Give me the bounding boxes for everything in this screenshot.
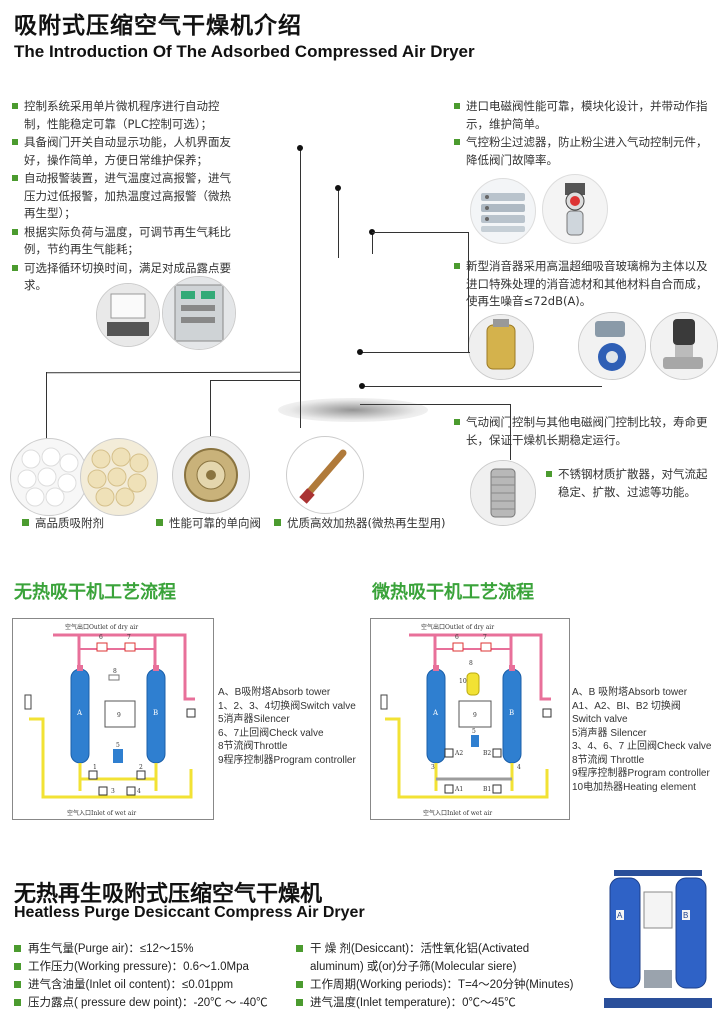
dryer-label-b: B — [683, 911, 688, 920]
connector-line — [45, 371, 301, 374]
num-label: 5 — [472, 728, 476, 735]
specs-right: 干 燥 剂(Desiccant)：活性氧化铝(Activated aluminu… — [296, 940, 586, 1012]
product-title-cn: 无热再生吸附式压缩空气干燥机 — [14, 882, 323, 907]
num-label: 6 — [455, 634, 459, 641]
heater-photo — [286, 436, 364, 514]
connector-dot — [359, 383, 365, 389]
num-label: 7 — [127, 634, 131, 641]
connector-line — [360, 352, 470, 353]
num-label: 6 — [99, 634, 103, 641]
spec-item: 工作周期(Working periods)：T=4～20分钟(Minutes) — [296, 976, 586, 994]
num-label: 3 — [431, 764, 435, 771]
dryer-product-image: A B — [600, 860, 716, 1012]
outlet-label: 空气出口Outlet of dry air — [421, 623, 494, 631]
connector-line — [300, 148, 301, 380]
feature-item: 具备阀门开关自动显示功能，人机界面友好，操作简单，方便日常维护保养； — [12, 134, 240, 169]
num-label: B2 — [483, 750, 491, 757]
heated-flow-diagram: 空气出口Outlet of dry air 空气入口Inlet of wet a… — [370, 618, 570, 820]
right-feature-list: 进口电磁阀性能可靠，模块化设计，并带动作指示，维护简单。 气控粉尘过滤器，防止粉… — [454, 98, 710, 170]
connector-dot — [297, 145, 303, 151]
connector-line — [210, 380, 300, 381]
num-label: 4 — [517, 764, 521, 771]
heated-flow-title: 微热吸干机工艺流程 — [372, 582, 534, 603]
num-label: B1 — [483, 786, 491, 793]
center-shadow — [278, 398, 428, 422]
feature-item: 进口电磁阀性能可靠，模块化设计，并带动作指示，维护简单。 — [454, 98, 710, 133]
inlet-label: 空气入口Inlet of wet air — [423, 809, 492, 817]
num-label: 1 — [93, 764, 97, 771]
outlet-label: 空气出口Outlet of dry air — [65, 623, 138, 631]
heatless-flow-diagram: 空气出口Outlet of dry air 空气入口Inlet of wet a… — [12, 618, 214, 820]
num-label: A1 — [454, 786, 463, 793]
feature-item: 根据实际负荷与温度，可调节再生气耗比例，节约再生气能耗； — [12, 224, 240, 259]
num-label: 2 — [139, 764, 143, 771]
specs-left: 再生气量(Purge air)：≤12～15% 工作压力(Working pre… — [14, 940, 294, 1012]
heated-legend: A、B 吸附塔Absorb tower A1、A2、BI、B2 切换阀 Swit… — [572, 687, 712, 793]
controller-photo — [96, 283, 160, 347]
spec-item: 干 燥 剂(Desiccant)：活性氧化铝(Activated aluminu… — [296, 940, 586, 976]
connector-line — [468, 232, 469, 352]
connector-line — [510, 404, 511, 460]
heatless-flow-title: 无热吸干机工艺流程 — [14, 582, 176, 603]
spec-item: 再生气量(Purge air)：≤12～15% — [14, 940, 294, 958]
tower-b-label: B — [509, 709, 514, 717]
num-label: 9 — [473, 712, 477, 719]
check-valve-photo — [172, 436, 250, 514]
feature-item: 气控粉尘过滤器，防止粉尘进入气动控制元件，降低阀门故障率。 — [454, 134, 710, 169]
connector-dot — [357, 349, 363, 355]
spec-item: 进气含油量(Inlet oil content)：≤0.01ppm — [14, 976, 294, 994]
num-label: 7 — [483, 634, 487, 641]
num-label: 8 — [113, 668, 117, 675]
control-cabinet-photo — [162, 276, 236, 350]
num-label: 9 — [117, 712, 121, 719]
diffuser-photo — [470, 460, 536, 526]
page-title-cn: 吸附式压缩空气干燥机介绍 — [14, 13, 302, 39]
feature-item: 控制系统采用单片微机程序进行自动控制，性能稳定可靠（PLC控制可选）； — [12, 98, 240, 133]
dryer-label-a: A — [617, 911, 623, 920]
desiccant-white-photo — [10, 438, 88, 516]
spec-item: 压力露点( pressure dew point)：-20℃ ～ -40℃ — [14, 994, 294, 1012]
spec-item: 工作压力(Working pressure)：0.6～1.0Mpa — [14, 958, 294, 976]
product-title-en: Heatless Purge Desiccant Compress Air Dr… — [14, 904, 365, 921]
diffuser-description: 不锈钢材质扩散器，对气流起稳定、扩散、过滤等功能。 — [546, 466, 712, 502]
connector-line — [372, 232, 373, 254]
num-label: 3 — [111, 788, 115, 795]
page-title-en: The Introduction Of The Adsorbed Compres… — [14, 42, 475, 61]
connector-line — [338, 188, 339, 258]
heatless-legend: A、B吸附塔Absorb tower 1、2、3、4切换阀Switch valv… — [218, 687, 356, 766]
num-label: A2 — [454, 750, 463, 757]
inlet-label: 空气入口Inlet of wet air — [67, 809, 136, 817]
connector-line — [210, 380, 211, 440]
caption-check-valve: 性能可靠的单向阀 — [156, 515, 261, 531]
tower-b-label: B — [153, 709, 158, 717]
left-feature-list: 控制系统采用单片微机程序进行自动控制，性能稳定可靠（PLC控制可选）； 具备阀门… — [12, 98, 240, 296]
feature-item: 自动报警装置，进气温度过高报警，进气压力过低报警，加热温度过高报警（微热再生型）… — [12, 170, 240, 223]
tower-a-label: A — [76, 709, 83, 717]
num-label: 4 — [137, 788, 141, 795]
angle-valve-photo — [650, 312, 718, 380]
num-label: 5 — [116, 742, 120, 749]
solenoid-valve-photo — [470, 178, 536, 244]
butterfly-valve-photo — [578, 312, 646, 380]
silencer-photo — [468, 314, 534, 380]
caption-heater: 优质高效加热器(微热再生型用) — [274, 515, 445, 531]
tower-a-label: A — [432, 709, 439, 717]
connector-dot — [335, 185, 341, 191]
connector-line — [362, 386, 602, 387]
connector-line — [46, 372, 47, 452]
num-label: 8 — [469, 660, 473, 667]
desiccant-beige-photo — [80, 438, 158, 516]
connector-line — [360, 404, 510, 405]
spec-item: 进气温度(Inlet temperature)：0℃～45℃ — [296, 994, 586, 1012]
feature-item: 可选择循环切换时间，满足对成品露点要求。 — [12, 260, 240, 295]
connector-line — [372, 232, 468, 233]
caption-desiccant: 高品质吸附剂 — [22, 515, 104, 531]
num-label: 10 — [459, 678, 467, 685]
dust-filter-photo — [542, 174, 608, 244]
silencer-description: 新型消音器采用高温超细吸音玻璃棉为主体以及进口特殊处理的消音滤材和其他材料自合而… — [454, 258, 712, 312]
valve-description: 气动阀门控制与其他电磁阀门控制比较，寿命更长，保证干燥机长期稳定运行。 — [454, 414, 712, 450]
